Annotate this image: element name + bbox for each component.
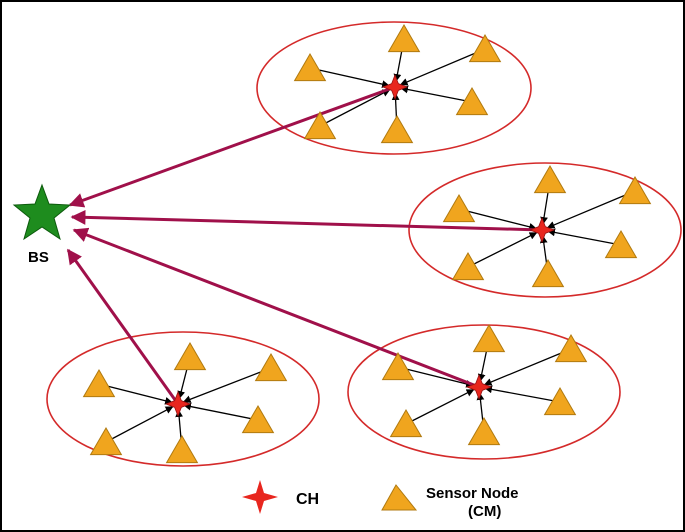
cluster-right-sensor-node-triangle-icon [531,259,565,288]
legend-ch-label: CH [296,491,319,508]
cluster-top-cluster-head-star-icon [381,73,409,101]
cluster-bottom-right-member-link [484,385,561,403]
cluster-bottom-left-sensor-node-triangle-icon [82,369,116,398]
cluster-top-sensor-node-triangle-icon [455,87,489,116]
cluster-top-member-link [319,89,391,127]
cluster-right-uplink-arrow [70,209,543,232]
cluster-bottom-right-member-link [405,389,475,425]
cluster-right-member-link [546,190,636,229]
cluster-bottom-left-sensor-node-triangle-icon [173,342,207,371]
cluster-bottom-left-member-link [183,402,259,421]
cluster-right-cluster-head-star-icon [528,216,556,244]
cluster-right-sensor-node-triangle-icon [618,176,652,205]
legend-sensor-label-line1: Sensor Node [426,485,519,502]
cluster-right-sensor-node-triangle-icon [442,194,476,223]
legend-ch-icon [242,480,278,514]
cluster-bottom-right-sensor-node-triangle-icon [389,409,423,438]
cluster-top-uplink-arrow [68,85,396,208]
cluster-bottom-right-sensor-node-triangle-icon [472,324,506,353]
base-station-label: BS [28,249,49,266]
cluster-bottom-right-sensor-node-triangle-icon [467,417,501,446]
cluster-right-member-link [458,208,537,231]
cluster-top-boundary [256,21,532,155]
cluster-top-sensor-node-triangle-icon [293,53,327,82]
cluster-bottom-right-uplink-arrow [72,227,480,389]
cluster-bottom-right-cluster-head-star-icon [465,373,493,401]
cluster-top-member-link [309,67,390,88]
cluster-bottom-left-member-link [105,406,174,443]
cluster-bottom-right-member-link [397,366,474,388]
cluster-bottom-left-boundary [46,331,320,467]
legend: CH Sensor Node (CM) [242,480,519,520]
cluster-top-sensor-node-triangle-icon [468,34,502,63]
legend-sensor-node-icon [381,484,418,511]
cluster-bottom-left-sensor-node-triangle-icon [254,353,288,382]
cluster-bottom-left-member-link [182,367,272,403]
cluster-top-member-link [400,85,473,103]
cluster-bottom-left-uplink-arrow [66,248,180,405]
cluster-right-sensor-node-triangle-icon [533,165,567,194]
cluster-bottom-left-sensor-node-triangle-icon [241,405,275,434]
cluster-bottom-right-sensor-node-triangle-icon [554,334,588,363]
cluster-bottom-left-sensor-node-triangle-icon [89,427,123,456]
cluster-bottom-right-sensor-node-triangle-icon [543,387,577,416]
cluster-bottom-right-boundary [347,324,621,460]
cluster-right-sensor-node-triangle-icon [451,252,485,281]
cluster-bottom-left-sensor-node-triangle-icon [165,435,199,464]
base-station-star-icon [12,183,72,241]
cluster-bottom-right-sensor-node-triangle-icon [381,352,415,381]
cluster-top-sensor-node-triangle-icon [380,115,414,144]
cluster-top-sensor-node-triangle-icon [303,111,337,140]
cluster-bottom-left-cluster-head-star-icon [164,390,192,418]
cluster-bottom-left-member-link [98,383,173,405]
cluster-right-boundary [408,162,682,298]
cluster-right-member-link [467,232,538,268]
legend-sensor-label-line2: (CM) [468,503,501,520]
cluster-top-member-link [399,48,486,86]
cluster-right-sensor-node-triangle-icon [604,230,638,259]
cluster-top-sensor-node-triangle-icon [387,24,421,53]
cluster-right-member-link [547,228,622,246]
cluster-bottom-right-member-link [483,348,572,386]
